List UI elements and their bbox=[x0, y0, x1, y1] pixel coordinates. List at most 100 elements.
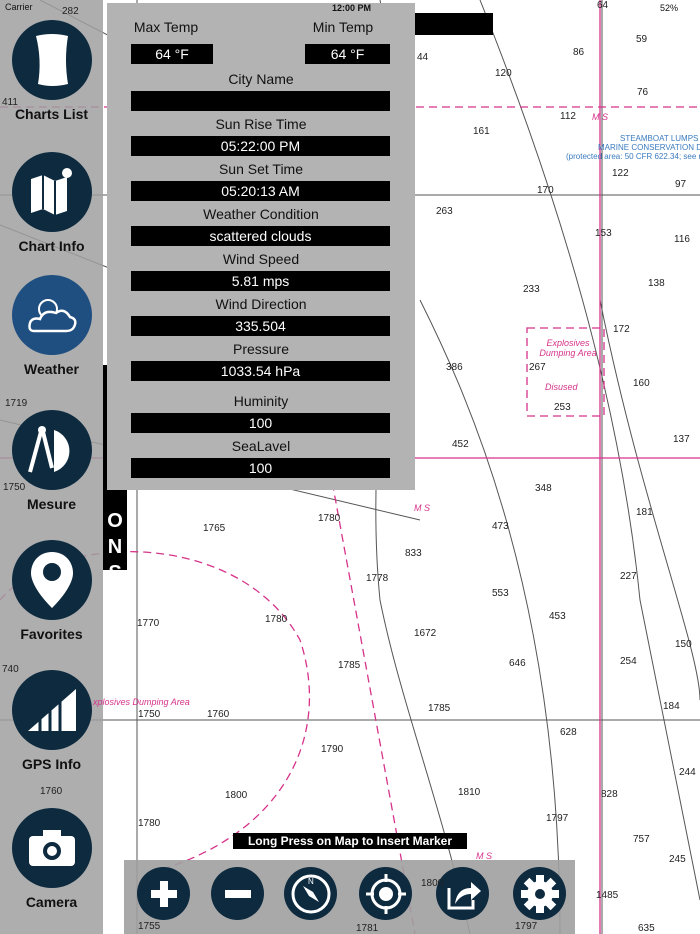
depth-sounding: 635 bbox=[638, 923, 655, 934]
depth-sounding: 1785 bbox=[428, 703, 451, 714]
chart-area-label: M S bbox=[476, 851, 493, 861]
depth-sounding: 267 bbox=[529, 362, 546, 373]
wind-direction-value: 335.504 bbox=[131, 316, 390, 336]
sidebar-item-label: Favorites bbox=[20, 626, 83, 642]
depth-sounding: 160 bbox=[633, 378, 650, 389]
sealavel-value: 100 bbox=[131, 458, 390, 478]
sidebar-item-label: Camera bbox=[25, 894, 78, 910]
sidebar-item-label: GPS Info bbox=[21, 756, 82, 772]
compass-button[interactable]: N bbox=[284, 867, 337, 920]
pressure-label: Pressure bbox=[232, 341, 290, 357]
depth-sounding: 1760 bbox=[207, 709, 230, 720]
depth-sounding: 153 bbox=[595, 228, 612, 239]
depth-sounding: 233 bbox=[523, 284, 540, 295]
depth-sounding: 116 bbox=[674, 234, 690, 245]
sun-set-time-value: 05:20:13 AM bbox=[131, 181, 390, 201]
depth-sounding: 452 bbox=[452, 439, 469, 450]
zoom-in-button[interactable] bbox=[137, 867, 190, 920]
depth-sounding: 646 bbox=[509, 658, 526, 669]
huminity-label: Huminity bbox=[233, 393, 289, 409]
weather-sun-cloud-icon bbox=[11, 275, 92, 355]
wind-speed-value: 5.81 mps bbox=[131, 271, 390, 291]
depth-sounding: 553 bbox=[492, 588, 509, 599]
max-temp-value: 64 °F bbox=[131, 44, 213, 64]
depth-sounding: 138 bbox=[648, 278, 665, 289]
depth-sounding: 120 bbox=[495, 68, 512, 79]
depth-sounding: 1755 bbox=[138, 921, 161, 932]
sidebar-item-favorites[interactable]: Favorites bbox=[0, 540, 103, 642]
depth-sounding: 1800 bbox=[421, 878, 444, 889]
crosshair-icon bbox=[364, 872, 408, 916]
marine-district-label: (protected area: 50 CFR 622.34; see note… bbox=[566, 152, 700, 161]
weather-condition-label: Weather Condition bbox=[203, 206, 319, 222]
depth-sounding: 473 bbox=[492, 521, 509, 532]
sidebar-item-label: Charts List bbox=[14, 106, 89, 122]
chart-title-bar bbox=[415, 13, 493, 35]
depth-sounding: 137 bbox=[673, 434, 690, 445]
depth-sounding: 76 bbox=[637, 87, 649, 98]
depth-sounding: 122 bbox=[612, 168, 629, 179]
map-pin-icon bbox=[11, 540, 92, 620]
toast-message: Long Press on Map to Insert Marker bbox=[233, 833, 467, 849]
chart-area-label: M S bbox=[592, 112, 609, 122]
depth-sounding: 453 bbox=[549, 611, 566, 622]
depth-sounding: 1485 bbox=[596, 890, 619, 901]
depth-sounding: 1778 bbox=[366, 573, 389, 584]
chart-area-label: xplosives Dumping Area bbox=[93, 697, 190, 707]
depth-sounding: 740 bbox=[2, 664, 19, 675]
depth-sounding: 64 bbox=[597, 0, 609, 11]
sidebar-item-weather[interactable]: Weather bbox=[0, 275, 103, 377]
depth-sounding: 1797 bbox=[546, 813, 569, 824]
depth-sounding: 386 bbox=[446, 362, 463, 373]
depth-sounding: 86 bbox=[573, 47, 585, 58]
settings-button[interactable] bbox=[513, 867, 566, 920]
svg-text:N: N bbox=[308, 877, 314, 886]
sidebar-item-camera[interactable]: Camera bbox=[0, 808, 103, 910]
depth-sounding: 253 bbox=[554, 402, 571, 413]
sidebar-item-chart-info[interactable]: Chart Info bbox=[0, 152, 103, 254]
sidebar-item-charts-list[interactable]: Charts List bbox=[0, 20, 103, 122]
depth-sounding: 1780 bbox=[318, 513, 341, 524]
depth-sounding: 1750 bbox=[138, 709, 161, 720]
share-icon bbox=[443, 874, 483, 914]
depth-sounding: 833 bbox=[405, 548, 422, 559]
depth-sounding: 1719 bbox=[5, 398, 28, 409]
sealavel-label: SeaLavel bbox=[231, 438, 291, 454]
depth-sounding: 1781 bbox=[356, 923, 379, 934]
zoom-out-button[interactable] bbox=[211, 867, 264, 920]
chart-area-label: Explosives Dumping Area bbox=[539, 338, 597, 358]
depth-sounding: 172 bbox=[613, 324, 630, 335]
sidebar-item-mesure[interactable]: Mesure bbox=[0, 410, 103, 512]
bottom-toolbar: N bbox=[124, 860, 575, 934]
city-name-label: City Name bbox=[228, 71, 294, 87]
marine-district-label: MARINE CONSERVATION DISTRICT bbox=[598, 143, 700, 152]
depth-sounding: 263 bbox=[436, 206, 453, 217]
max-temp-label: Max Temp bbox=[133, 19, 199, 35]
marine-district-label: STEAMBOAT LUMPS bbox=[620, 134, 699, 143]
depth-sounding: 348 bbox=[535, 483, 552, 494]
depth-sounding: 245 bbox=[669, 854, 686, 865]
depth-sounding: 1780 bbox=[138, 818, 161, 829]
locate-button[interactable] bbox=[359, 867, 412, 920]
map-info-icon bbox=[11, 152, 92, 232]
plus-icon bbox=[147, 877, 181, 911]
chart-area-label: Disused bbox=[545, 382, 578, 392]
minus-icon bbox=[221, 877, 255, 911]
depth-sounding: 1790 bbox=[321, 744, 344, 755]
weather-condition-value: scattered clouds bbox=[131, 226, 390, 246]
sidebar-item-label: Chart Info bbox=[18, 238, 85, 254]
depth-sounding: 1780 bbox=[265, 614, 288, 625]
compass-ruler-icon bbox=[11, 410, 92, 490]
depth-sounding: 161 bbox=[473, 126, 490, 137]
depth-sounding: 1810 bbox=[458, 787, 481, 798]
compass-icon: N bbox=[289, 872, 333, 916]
depth-sounding: 1760 bbox=[40, 786, 63, 797]
depth-sounding: 1750 bbox=[3, 482, 26, 493]
depth-sounding: 254 bbox=[620, 656, 637, 667]
share-button[interactable] bbox=[436, 867, 489, 920]
depth-sounding: 59 bbox=[636, 34, 648, 45]
min-temp-label: Min Temp bbox=[312, 19, 374, 35]
sidebar-item-gps-info[interactable]: GPS Info bbox=[0, 670, 103, 772]
depth-sounding: 282 bbox=[62, 6, 79, 17]
